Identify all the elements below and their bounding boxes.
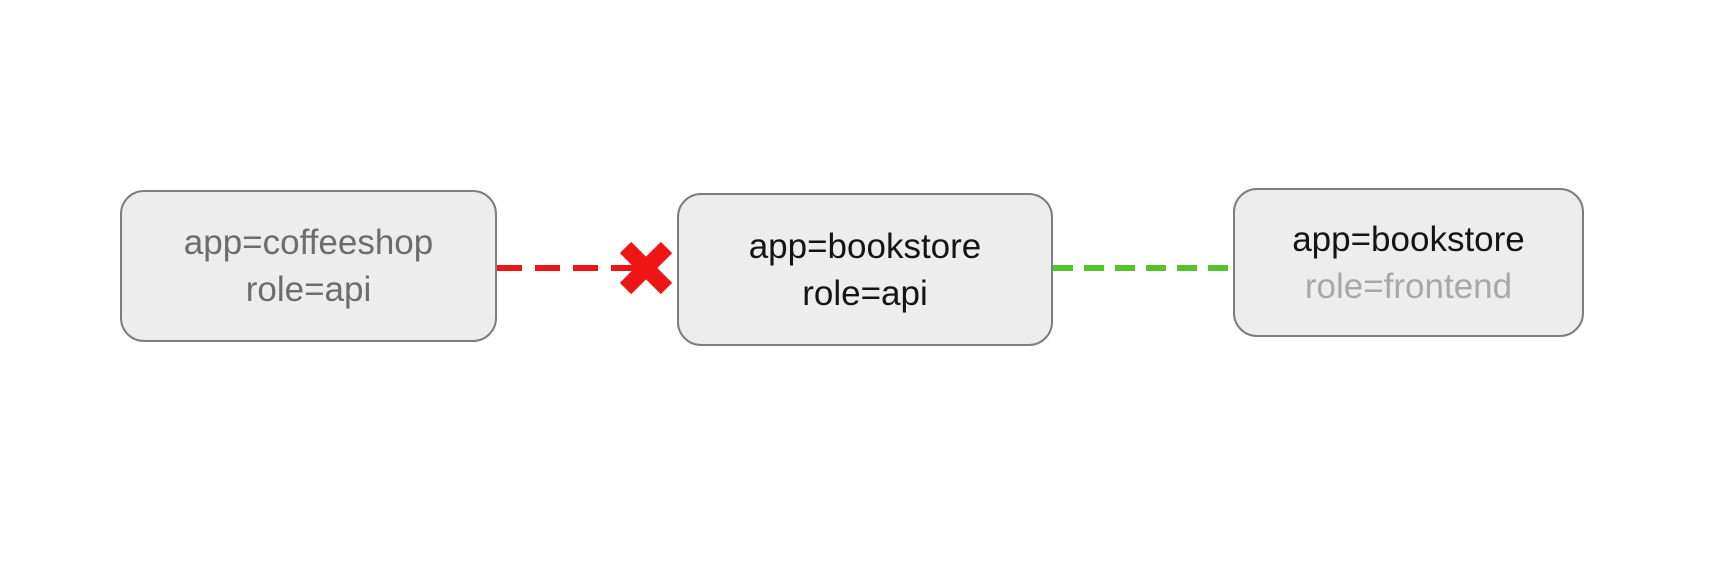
pod-bookstore-frontend: app=bookstore role=frontend (1233, 188, 1584, 337)
node-label-role: role=api (802, 273, 928, 313)
pod-bookstore-api: app=bookstore role=api (677, 193, 1053, 346)
deny-x-icon (619, 241, 673, 295)
node-label-role: role=api (245, 270, 372, 309)
pod-coffeeshop-api: app=coffeeshop role=api (120, 190, 497, 342)
node-label-app: app=coffeeshop (183, 223, 434, 262)
node-label-app: app=bookstore (748, 226, 982, 266)
node-label-app: app=bookstore (1292, 219, 1525, 259)
node-label-role: role=frontend (1304, 266, 1513, 306)
